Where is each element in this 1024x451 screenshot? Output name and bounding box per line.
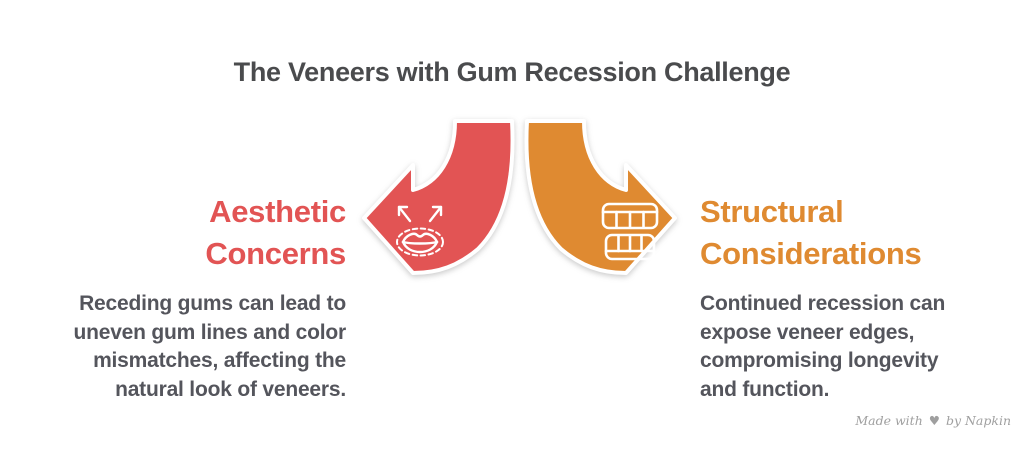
aesthetic-concerns-section: Aesthetic Concerns Receding gums can lea… [56,191,346,404]
body-line: and function. [700,377,830,401]
body-line: Receding gums can lead to [79,292,346,315]
aesthetic-concerns-body: Receding gums can lead to uneven gum lin… [56,290,346,404]
made-with-napkin-watermark: Made with ♥ by Napkin [854,413,1012,428]
body-line: expose veneer edges, [700,320,915,344]
body-line: uneven gum lines and color [73,320,346,344]
heading-line: Concerns [205,236,346,271]
heading-line: Structural [700,194,844,229]
heading-line: Considerations [700,236,922,271]
body-line: compromising longevity [700,349,939,373]
page-title: The Veneers with Gum Recession Challenge [233,57,791,87]
body-line: Continued recession can [700,292,946,315]
structural-considerations-section: Structural Considerations Continued rece… [700,191,990,404]
structural-considerations-body: Continued recession can expose veneer ed… [700,290,990,404]
structural-considerations-heading: Structural Considerations [700,191,990,275]
watermark-prefix: Made with [855,413,923,428]
heading-line: Aesthetic [209,194,346,229]
body-line: mismatches, affecting the [93,349,346,373]
aesthetic-concerns-heading: Aesthetic Concerns [56,191,346,275]
heart-icon: ♥ [928,413,940,428]
watermark-suffix: by Napkin [945,413,1011,428]
lips-enhancement-icon [396,205,444,257]
teeth-denture-icon [601,202,659,261]
body-line: natural look of veneers. [115,377,346,401]
